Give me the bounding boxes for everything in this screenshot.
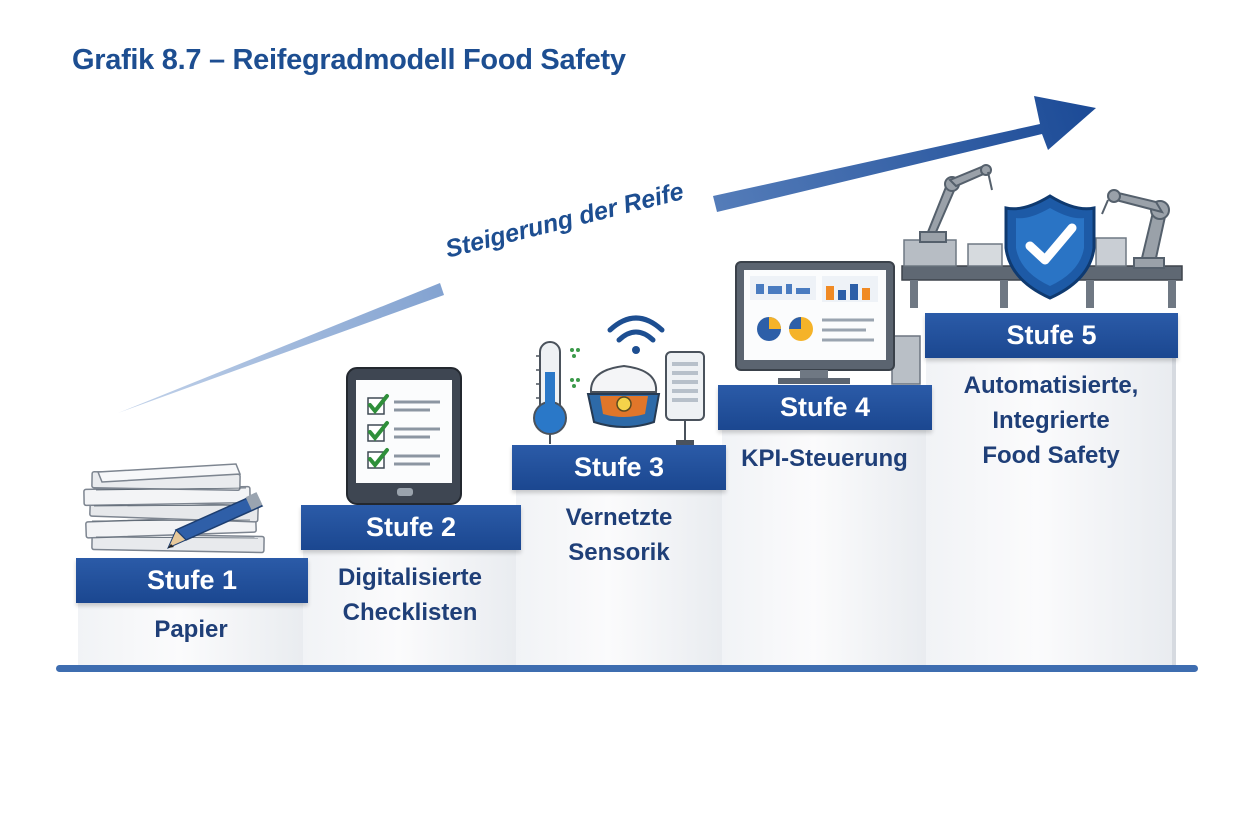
- stage-4-header: Stufe 4: [718, 385, 932, 430]
- conveyor-icon: [901, 237, 1183, 308]
- stage-4-block: [722, 428, 931, 665]
- stage-2-description-line: Checklisten: [342, 599, 478, 626]
- sensor-device-icon: [586, 364, 661, 428]
- stage-3-description-line: Sensorik: [568, 539, 670, 566]
- thermometer-icon: [533, 341, 580, 444]
- smartphone-icon: [665, 351, 705, 445]
- stage-5-block: [926, 355, 1176, 665]
- stage-4-description: KPI-Steuerung: [722, 441, 927, 476]
- stage-1-block: [78, 603, 308, 665]
- page-title: Grafik 8.7 – Reifegradmodell Food Safety: [72, 44, 626, 76]
- stage-1-description: Papier: [78, 612, 304, 647]
- stage-2-header: Stufe 2: [301, 505, 521, 550]
- stage-4-description-line: KPI-Steuerung: [741, 445, 908, 472]
- robot-arm-icon: [1101, 189, 1170, 269]
- stage-5-description: Automatisierte, Integrierte Food Safety: [926, 368, 1176, 473]
- stage-3-description: Vernetzte Sensorik: [516, 500, 722, 570]
- stage-3-block: [516, 488, 726, 665]
- shield-check-icon: [1004, 194, 1096, 300]
- stage-5-description-line: Food Safety: [982, 442, 1120, 469]
- robot-arm-icon: [919, 164, 993, 243]
- stage-5-description-line: Integrierte: [992, 407, 1110, 434]
- stage-5-header: Stufe 5: [925, 313, 1178, 358]
- stage-3-description-line: Vernetzte: [565, 504, 673, 531]
- baseline: [56, 665, 1198, 672]
- stage-3-header: Stufe 3: [512, 445, 726, 490]
- stage-1-description-line: Papier: [154, 616, 228, 643]
- stage-2-description: Digitalisierte Checklisten: [303, 560, 517, 630]
- stage-1-header: Stufe 1: [76, 558, 308, 603]
- wifi-icon: [607, 315, 665, 354]
- stage-5-description-line: Automatisierte,: [963, 372, 1139, 399]
- stage-2-description-line: Digitalisierte: [337, 564, 483, 591]
